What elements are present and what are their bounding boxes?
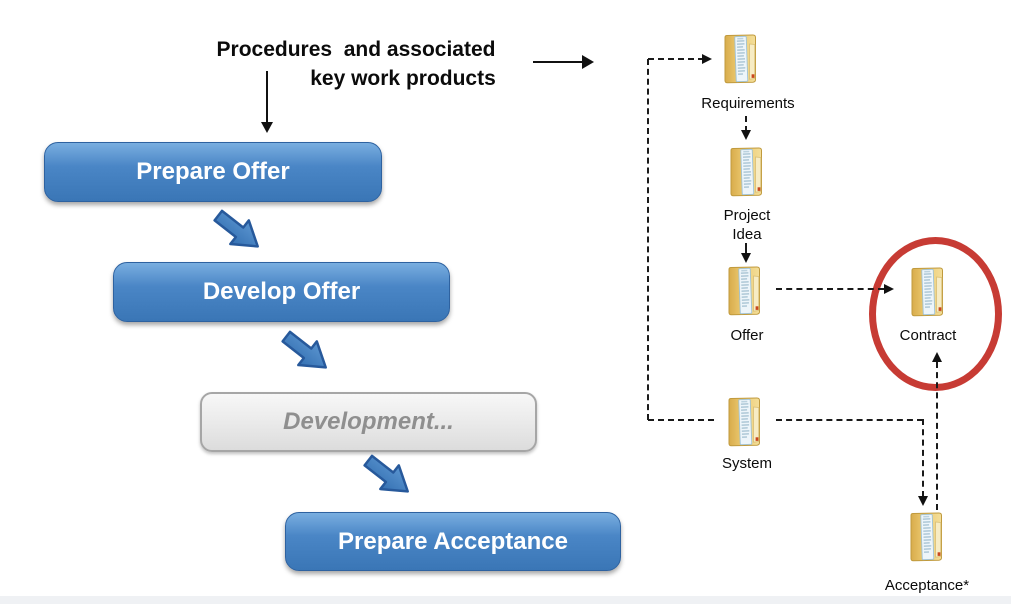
step-develop-offer-label: Develop Offer [202, 278, 361, 305]
step-development-label: Development... [283, 408, 454, 435]
diagram-title-line1: Procedures and associated [216, 38, 496, 61]
contract-highlight-ellipse [869, 237, 1002, 391]
step-prepare-offer: Prepare Offer [44, 142, 382, 202]
connector-projectidea-to-offer-line [745, 243, 747, 255]
connector-system-to-acceptance-line [922, 419, 924, 497]
step-prepare-acceptance-label: Prepare Acceptance [338, 527, 568, 555]
connector-acceptance-to-contract-arrowhead-icon [932, 352, 942, 362]
title-right-arrow-line [533, 61, 583, 63]
connector-system-right-line [776, 419, 923, 421]
connector-to-requirements-arrowhead-icon [702, 54, 712, 64]
step-prepare-acceptance: Prepare Acceptance [285, 512, 621, 571]
work-product-contract [905, 266, 949, 318]
flow-arrow-3-icon [355, 445, 421, 508]
work-product-offer [722, 265, 766, 317]
connector-requirements-to-projectidea-line [745, 116, 747, 132]
connector-system-to-acceptance-arrowhead-icon [918, 496, 928, 506]
step-prepare-offer-label: Prepare Offer [136, 158, 290, 185]
title-down-arrowhead-icon [261, 122, 273, 133]
work-product-requirements-label: Requirements [701, 95, 795, 112]
work-product-contract-label: Contract [899, 327, 957, 344]
folder-document-icon [905, 266, 949, 318]
slide-bottom-edge [0, 596, 1011, 604]
folder-document-icon [724, 146, 768, 198]
title-right-arrowhead-icon [582, 55, 594, 69]
work-product-requirements [718, 33, 762, 85]
work-product-offer-label: Offer [730, 327, 764, 344]
diagram-title-line2: key work products [310, 67, 496, 90]
connector-to-requirements-line [648, 58, 704, 60]
work-product-acceptance-label: Acceptance* [884, 577, 970, 594]
connector-projectidea-to-offer-arrowhead-icon [741, 253, 751, 263]
folder-document-icon [722, 265, 766, 317]
step-development: Development... [200, 392, 537, 452]
connector-left-vertical-line [647, 59, 649, 420]
work-product-system-label: System [721, 455, 772, 472]
step-develop-offer: Develop Offer [113, 262, 450, 322]
connector-offer-to-contract-arrowhead-icon [884, 284, 894, 294]
connector-requirements-to-projectidea-arrowhead-icon [741, 130, 751, 140]
connector-acceptance-to-contract-line [936, 362, 938, 510]
work-product-project-idea [724, 146, 768, 198]
work-product-acceptance [904, 511, 948, 563]
connector-to-system-line [648, 419, 714, 421]
work-product-system [722, 396, 766, 448]
connector-offer-to-contract-line [776, 288, 884, 290]
work-product-project-idea-label: Project Idea [723, 207, 771, 243]
folder-document-icon [722, 396, 766, 448]
flow-arrow-1-icon [205, 200, 271, 263]
folder-document-icon [904, 511, 948, 563]
flow-arrow-2-icon [273, 321, 339, 384]
title-down-arrow-line [266, 71, 268, 123]
folder-document-icon [718, 33, 762, 85]
